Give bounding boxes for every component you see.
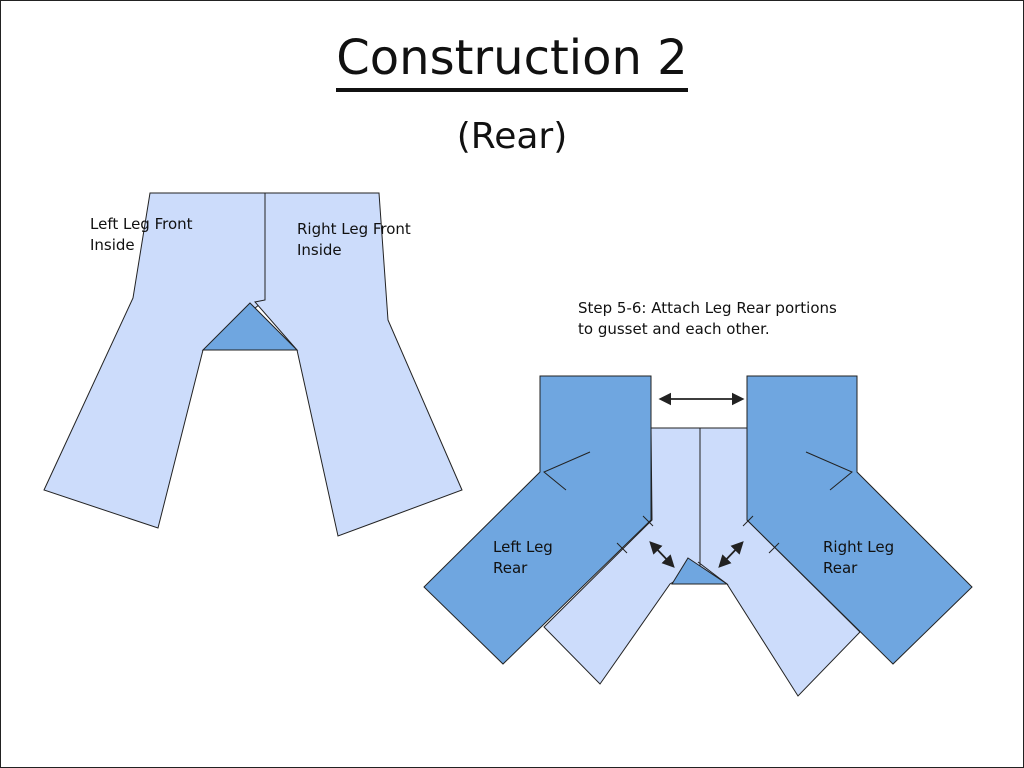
left-leg-rear-panel	[423, 375, 652, 665]
front-legs-assembly	[43, 192, 463, 537]
right-leg-rear-panel	[746, 375, 973, 665]
label-line: Inside	[90, 236, 135, 254]
notch-mark	[742, 515, 754, 527]
step-note-line: Step 5-6: Attach Leg Rear portions	[578, 299, 837, 317]
label-line: Right Leg Front	[297, 220, 411, 238]
label-line: Left Leg	[493, 538, 553, 556]
left-double-arrow	[649, 541, 675, 568]
label-line: Rear	[823, 559, 858, 577]
notch-mark	[768, 542, 780, 554]
right-leg-rear-label: Right Leg Rear	[823, 537, 894, 579]
right-double-arrow	[718, 541, 744, 568]
notch-mark	[616, 542, 628, 554]
rear-legs-assembly	[423, 375, 973, 697]
right-dart-mark	[805, 451, 853, 491]
label-line: Rear	[493, 559, 528, 577]
page-title: Construction 2	[0, 34, 1024, 92]
step-note: Step 5-6: Attach Leg Rear portions to gu…	[578, 298, 837, 340]
step-note-line: to gusset and each other.	[578, 320, 770, 338]
front-gusset	[201, 302, 299, 351]
page-subtitle: (Rear)	[456, 116, 568, 157]
gusset-seam-line	[697, 561, 728, 585]
label-line: Right Leg	[823, 538, 895, 556]
label-line: Inside	[297, 241, 342, 259]
right-leg-front-label: Right Leg Front Inside	[297, 219, 411, 261]
rear-gusset	[671, 557, 729, 585]
left-leg-front-label: Left Leg Front Inside	[90, 214, 193, 256]
notch-mark	[642, 515, 654, 527]
label-line: Left Leg Front	[90, 215, 193, 233]
left-dart-mark	[543, 451, 591, 491]
right-leg-front-panel	[254, 192, 463, 537]
left-leg-rear-label: Left Leg Rear	[493, 537, 553, 579]
